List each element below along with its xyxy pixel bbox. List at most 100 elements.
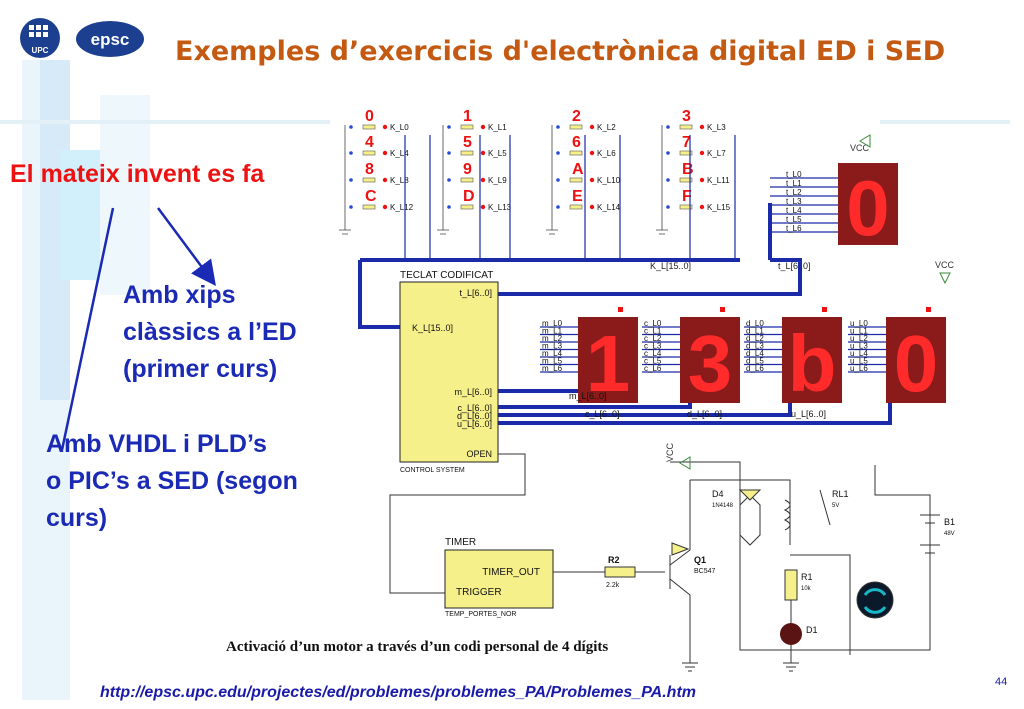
point-chips: Amb xips clàssics a l’ED (primer curs): [123, 277, 297, 388]
key-bus-taps: [404, 135, 736, 260]
point-vhdl-line: Amb VHDL i PLD’s: [46, 430, 267, 458]
key-switch: [569, 177, 583, 183]
display-top-digit: 0: [846, 164, 889, 252]
key-pin: [699, 124, 705, 130]
keypad-key: 9: [463, 161, 472, 178]
segment-label: d_L4: [746, 349, 764, 358]
key-tap-wire: [404, 135, 736, 260]
keypad-label: K_L1: [488, 123, 507, 132]
header-rule-right: [880, 120, 1010, 124]
q1-body: [671, 542, 690, 556]
left-decor: [0, 0, 330, 709]
epsc-logo: epsc: [76, 21, 144, 57]
display-top: 0: [838, 163, 898, 252]
key-pin: [480, 177, 486, 183]
keypad-label: K_L15: [707, 203, 731, 212]
keypad-label: K_L11: [707, 176, 730, 185]
keypad-key: 3: [682, 108, 691, 125]
digit-display-value: 0: [894, 319, 939, 408]
key-ground: [437, 125, 449, 235]
bus-t-label: t_L[6..0]: [778, 261, 811, 271]
rl1-coil: [783, 499, 791, 531]
key-pin: [349, 151, 353, 155]
heading-text: El mateix invent es fa: [10, 160, 265, 188]
port-m: m_L[6..0]: [454, 387, 492, 397]
segment-label: d_L6: [746, 364, 764, 373]
q1-value: BC547: [694, 568, 716, 575]
key-pin: [480, 124, 486, 130]
keypad-label: K_L9: [488, 176, 507, 185]
bus-wire: [498, 378, 582, 393]
keypad-label: K_L6: [597, 149, 616, 158]
control-block-name: TECLAT CODIFICAT: [400, 270, 493, 281]
vcc-driver-label: VCC: [665, 442, 675, 462]
b1-label: B1: [944, 517, 955, 527]
motor-rotor: [863, 588, 887, 614]
t-line-label: t_L1: [786, 179, 802, 188]
keypad-label: K_L3: [707, 123, 726, 132]
key-pin: [447, 178, 451, 182]
key-pin: [447, 205, 451, 209]
port-k: K_L[15..0]: [412, 323, 453, 333]
display-top-body: [838, 163, 898, 245]
keypad-key: A: [572, 161, 584, 178]
key-pin: [589, 150, 595, 156]
key-pin: [556, 125, 560, 129]
segment-label: c_L4: [644, 349, 662, 358]
segment-label: u_L5: [850, 357, 868, 366]
key-switch: [679, 150, 693, 156]
key-pin: [666, 151, 670, 155]
key-pin: [349, 205, 353, 209]
key-pin: [556, 178, 560, 182]
digit-display-body: [680, 317, 740, 403]
key-pin: [447, 151, 451, 155]
reference-link[interactable]: http://epsc.upc.edu/projectes/ed/problem…: [100, 684, 696, 701]
segment-label: u_L4: [850, 349, 868, 358]
keypad-label: K_L2: [597, 123, 616, 132]
grounds: [682, 645, 799, 672]
keypad-key: 2: [572, 108, 581, 125]
key-switch: [362, 204, 376, 210]
header-rule: [0, 120, 330, 124]
display-pin: [822, 307, 827, 312]
vcc-label-2: VCC: [935, 260, 955, 270]
key-pin: [589, 124, 595, 130]
keypad-key: D: [463, 188, 475, 205]
segment-label: d_L1: [746, 327, 764, 336]
key-switch: [460, 204, 474, 210]
segment-label: u_L3: [850, 342, 868, 351]
vcc-symbol: [679, 456, 691, 470]
segment-label: u_L0: [850, 319, 868, 328]
upc-logo: UPC: [20, 18, 60, 58]
arrow-to-point2: [60, 207, 115, 451]
key-pin: [480, 204, 486, 210]
upc-logo-text: UPC: [32, 46, 49, 55]
keypad-key: 8: [365, 161, 374, 178]
wire: [790, 554, 851, 655]
r1-label: R1: [801, 572, 813, 582]
r2-label: R2: [608, 555, 620, 565]
segment-label: c_L1: [644, 327, 662, 336]
t-lines: t_L0t_L1t_L2t_L3t_L4t_L5t_L6: [770, 170, 838, 233]
ground-symbol: [783, 645, 799, 672]
keypad-key: 1: [463, 108, 472, 125]
point-chips-line: Amb xips: [123, 281, 236, 309]
point-chips-line: clàssics a l’ED: [123, 318, 297, 346]
keypad-label: K_L0: [390, 123, 409, 132]
point-vhdl: Amb VHDL i PLD’s o PIC’s a SED (segon cu…: [46, 426, 298, 537]
key-pin: [699, 177, 705, 183]
rl1-switch: [819, 489, 831, 526]
segment-label: d_L5: [746, 357, 764, 366]
key-switch: [460, 150, 474, 156]
segment-label: m_L4: [542, 349, 563, 358]
slide-title: Exemples d’exercicis d'electrònica digit…: [175, 36, 946, 67]
key-switch: [362, 124, 376, 130]
decor-bar: [100, 95, 150, 295]
t-line-label: t_L2: [786, 188, 802, 197]
key-switch: [569, 150, 583, 156]
keypad-key: 4: [365, 134, 374, 151]
key-pin: [480, 150, 486, 156]
digit-bus-label: c_L[6..0]: [585, 409, 620, 419]
key-ground: [656, 125, 668, 235]
